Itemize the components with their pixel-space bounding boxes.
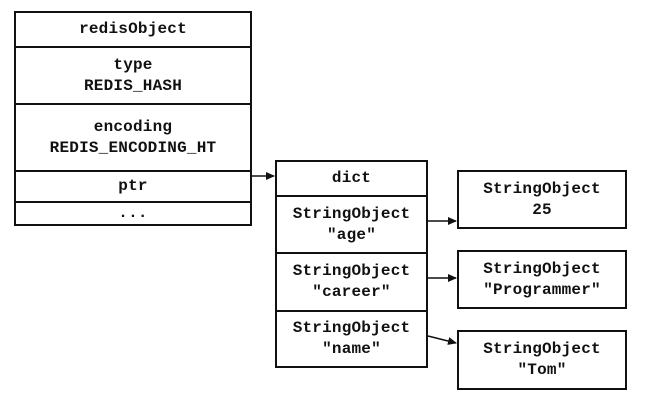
value-box-career: StringObject "Programmer" bbox=[457, 250, 627, 309]
value-box-name: StringObject "Tom" bbox=[457, 330, 627, 390]
dict-key-career: StringObject "career" bbox=[277, 252, 426, 310]
ptr-label: ptr bbox=[118, 177, 148, 195]
key-value: "career" bbox=[312, 283, 391, 301]
dict-header: dict bbox=[331, 169, 372, 187]
type-cell: type REDIS_HASH bbox=[16, 46, 250, 103]
redis-object-header: redisObject bbox=[79, 20, 187, 38]
value-type: StringObject bbox=[483, 340, 601, 358]
dict-header-cell: dict bbox=[277, 162, 426, 195]
more-cell: ... bbox=[16, 201, 250, 224]
value-cell: StringObject "Programmer" bbox=[459, 252, 625, 307]
dict-box: dict StringObject "age" StringObject "ca… bbox=[275, 160, 428, 368]
type-label: type bbox=[113, 55, 153, 74]
redis-object-header-cell: redisObject bbox=[16, 13, 250, 46]
type-value: REDIS_HASH bbox=[83, 76, 182, 95]
ptr-cell: ptr bbox=[16, 170, 250, 201]
key-value: "name" bbox=[322, 340, 381, 358]
key-type: StringObject bbox=[292, 319, 411, 337]
value-type: StringObject bbox=[483, 259, 601, 278]
encoding-label: encoding bbox=[93, 117, 173, 136]
value-content: "Tom" bbox=[517, 361, 567, 379]
key-type: StringObject bbox=[292, 204, 411, 223]
value-cell: StringObject "Tom" bbox=[459, 332, 625, 388]
dict-key-age: StringObject "age" bbox=[277, 195, 426, 252]
value-content: "Programmer" bbox=[483, 280, 601, 299]
encoding-value: REDIS_ENCODING_HT bbox=[49, 138, 217, 157]
name-to-value-arrow bbox=[427, 335, 457, 345]
value-content: 25 bbox=[532, 200, 552, 219]
value-cell: StringObject 25 bbox=[459, 172, 625, 227]
value-type: StringObject bbox=[483, 179, 601, 198]
key-type: StringObject bbox=[292, 262, 411, 280]
dict-key-name: StringObject "name" bbox=[277, 310, 426, 366]
redis-object-box: redisObject type REDIS_HASH encoding RED… bbox=[14, 11, 252, 226]
key-value: "age" bbox=[326, 225, 376, 244]
encoding-cell: encoding REDIS_ENCODING_HT bbox=[16, 103, 250, 170]
more-label: ... bbox=[118, 204, 148, 222]
value-box-age: StringObject 25 bbox=[457, 170, 627, 229]
